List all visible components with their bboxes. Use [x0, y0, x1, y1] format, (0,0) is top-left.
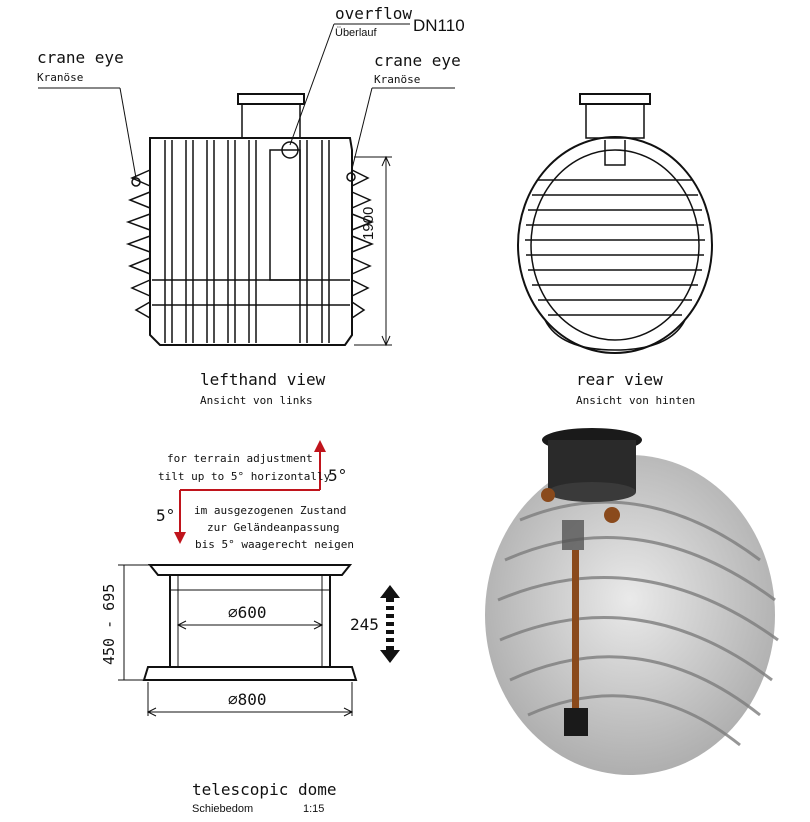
- telescopic-dome-subtitle: Schiebedom: [192, 803, 254, 815]
- d800-label: ⌀800: [228, 690, 267, 709]
- crane-eye-left-label: crane eye: [37, 48, 124, 67]
- de-note-line1: im ausgezogenen Zustand: [194, 504, 347, 517]
- angle-right-label: 5°: [328, 466, 348, 485]
- crane-eye-right-de-label: Kranöse: [374, 73, 421, 86]
- lefthand-view-subtitle: Ansicht von links: [200, 394, 313, 407]
- overflow-label: overflow: [335, 4, 413, 23]
- dn110-label: DN110: [413, 16, 465, 35]
- d600-label: ⌀600: [228, 603, 267, 622]
- crane-eye-left-de-label: Kranöse: [37, 71, 84, 84]
- rear-view-subtitle: Ansicht von hinten: [576, 394, 696, 407]
- rear-view-title: rear view: [576, 370, 663, 389]
- de-note-line3: bis 5° waagerecht neigen: [195, 538, 354, 551]
- terrain-note-line1: for terrain adjustment: [167, 452, 313, 465]
- lefthand-view-title: lefthand view: [200, 370, 326, 389]
- dome-height-label: 450 - 695: [100, 583, 118, 665]
- telescopic-dome-title: telescopic dome: [192, 780, 337, 799]
- crane-eye-right-label: crane eye: [374, 51, 461, 70]
- angle-left-label: 5°: [156, 506, 176, 525]
- overflow-de-label: Überlauf: [335, 27, 377, 39]
- terrain-note-line2: tilt up to 5° horizontally: [158, 470, 331, 483]
- stroke-245-label: 245: [350, 615, 379, 634]
- de-note-line2: zur Geländeanpassung: [207, 521, 340, 534]
- scale-label: 1:15: [303, 803, 325, 815]
- height-dimension-label: 1900: [360, 206, 377, 240]
